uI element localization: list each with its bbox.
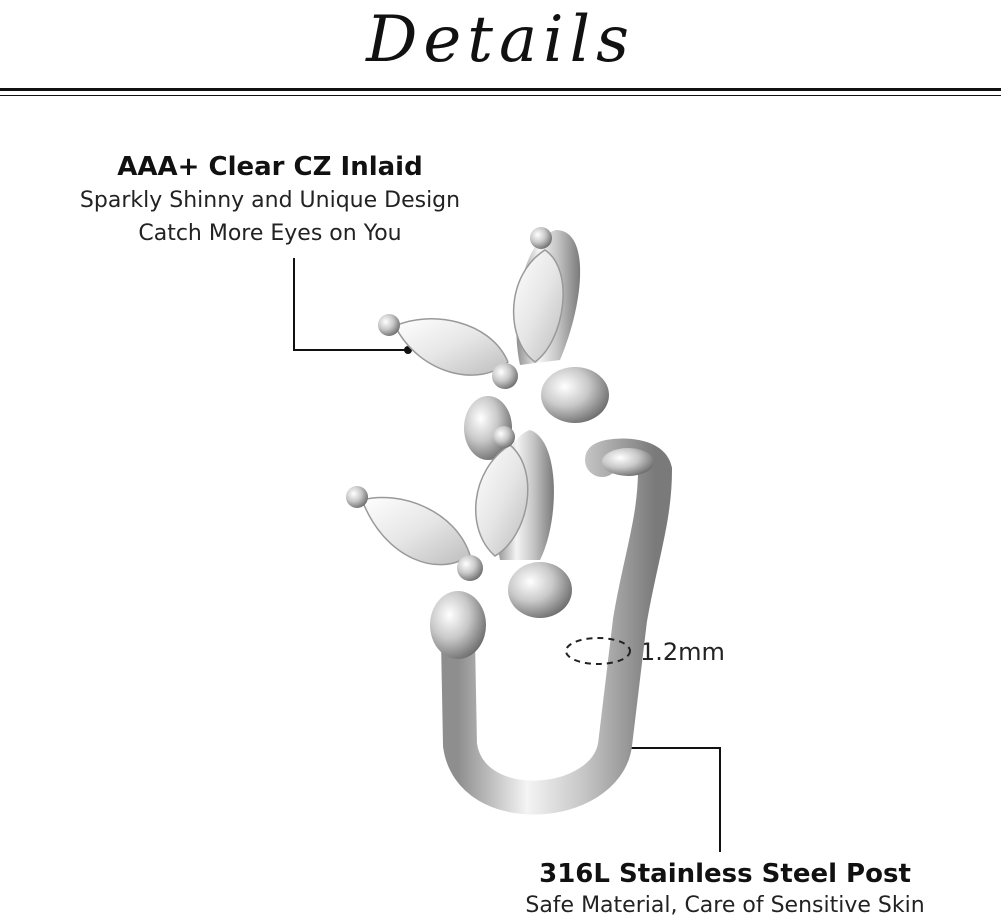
page-title: Details bbox=[366, 3, 635, 77]
title-divider bbox=[0, 88, 1001, 91]
cz-callout-heading: AAA+ Clear CZ Inlaid bbox=[117, 152, 423, 182]
thickness-label: 1.2mm bbox=[640, 638, 725, 666]
cz-callout-line-1: Sparkly Shinny and Unique Design bbox=[79, 188, 461, 213]
steel-callout: 316L Stainless Steel Post Safe Material,… bbox=[500, 857, 950, 921]
title-divider-thin bbox=[0, 95, 1001, 96]
cz-leader-line bbox=[293, 258, 408, 351]
clip-band bbox=[441, 438, 673, 815]
cz-callout-line-2: Catch More Eyes on You bbox=[138, 221, 402, 246]
thickness-marker bbox=[565, 637, 631, 665]
steel-callout-heading: 316L Stainless Steel Post bbox=[539, 859, 911, 889]
steel-callout-line-1: Safe Material, Care of Sensitive Skin bbox=[525, 893, 925, 918]
steel-leader-line bbox=[610, 747, 721, 852]
cz-callout: AAA+ Clear CZ Inlaid Sparkly Shinny and … bbox=[40, 150, 500, 250]
upper-butterfly bbox=[378, 227, 609, 460]
lower-butterfly bbox=[346, 426, 572, 659]
